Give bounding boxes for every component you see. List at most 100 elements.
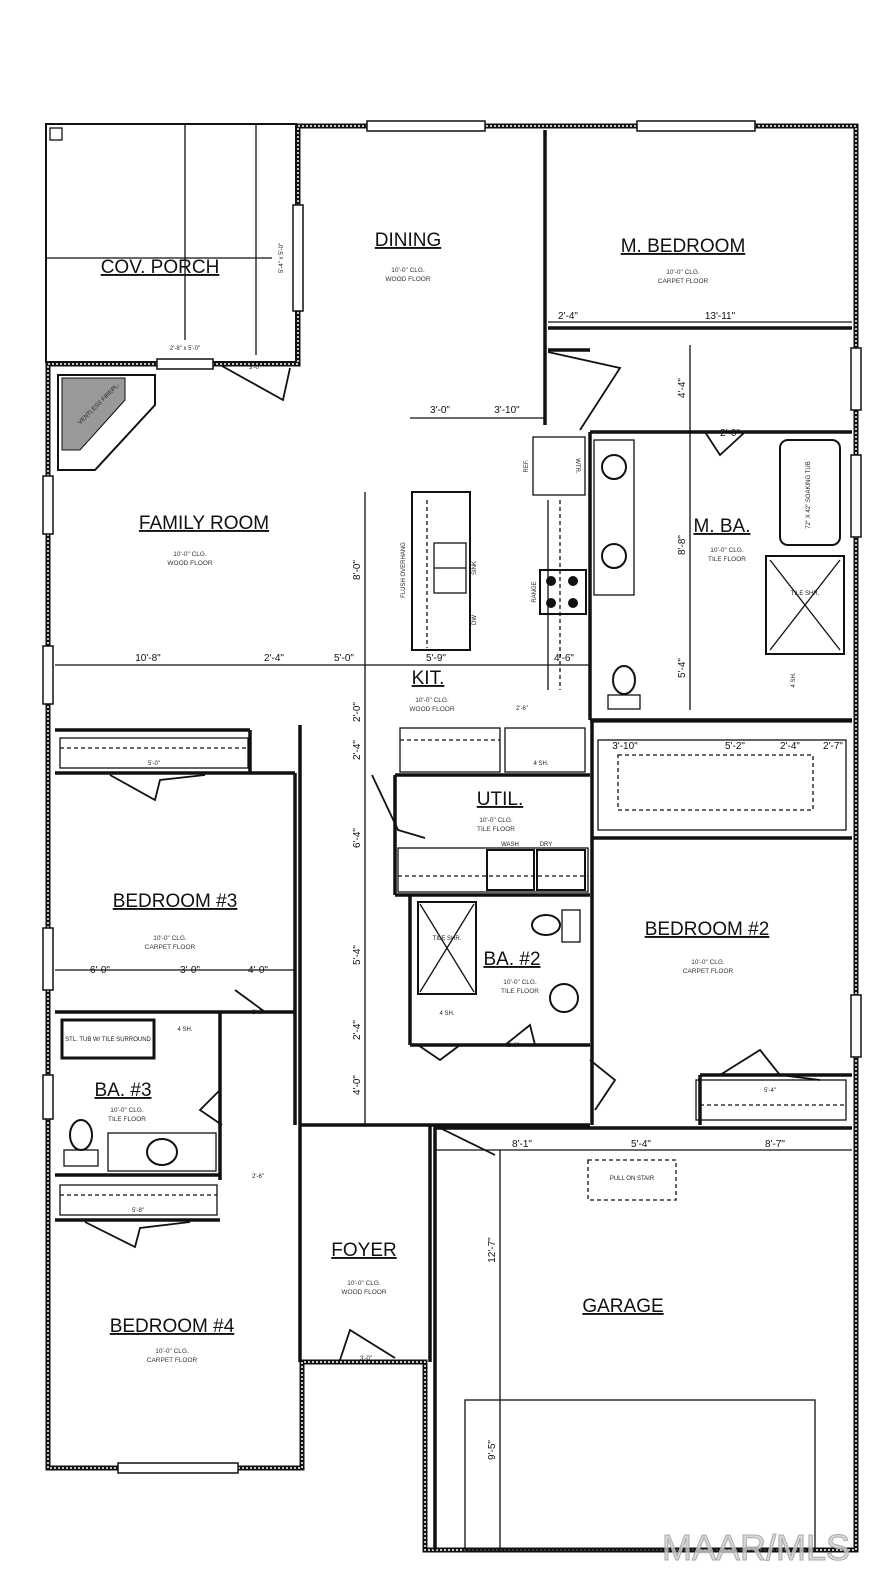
dimension-label: 2'-4" <box>264 653 284 664</box>
dimension-label: 2'-4" <box>558 311 578 322</box>
dimension-label: 3'-0" <box>180 965 200 976</box>
room-label: UTIL. <box>477 789 523 810</box>
range-label: RANGE <box>532 581 538 602</box>
dimension-label: 2'-6" <box>252 1010 264 1016</box>
dimension-label: 8'-1" <box>512 1139 532 1150</box>
room-master-bedroom: M. BEDROOM 10'-0" CLG. CARPET FLOOR <box>621 236 746 285</box>
dimension-label: 4'-6" <box>554 653 574 664</box>
shelf-label: 4 SH. <box>177 1027 192 1033</box>
dimension-label: 5'-2" <box>725 741 745 752</box>
floor-spec: TILE FLOOR <box>108 1116 146 1123</box>
dimension-label: 2'-4" <box>352 1020 363 1040</box>
ceiling-spec: 10'-0" CLG. <box>391 267 425 274</box>
exterior-walls <box>45 123 859 1553</box>
dimension-label: 3'-10" <box>494 405 520 416</box>
floor-spec: TILE FLOOR <box>708 556 746 563</box>
dimension-label: 5'-0" <box>334 653 354 664</box>
mls-watermark: MAAR/MLS <box>662 1527 850 1568</box>
dimension-label: 8'-0" <box>352 560 363 580</box>
dimension-label: 2'-6" <box>507 1043 519 1049</box>
room-label: COV. PORCH <box>101 257 220 278</box>
tub-surround-label: STL. TUB W/ TILE SURROUND <box>65 1037 151 1043</box>
room-label: M. BEDROOM <box>621 236 746 257</box>
room-bath-3: BA. #3 10'-0" CLG. TILE FLOOR <box>94 1080 151 1123</box>
dimension-label: 4'-4" <box>677 378 688 398</box>
shelf-label: 4 SH. <box>791 672 797 687</box>
dimension-label: 5'-4" <box>352 945 363 965</box>
dimension-label: 2'-4" <box>780 741 800 752</box>
window-label: 5'-4" x 5'-0" <box>279 243 285 273</box>
room-label: DINING <box>375 230 442 251</box>
room-label: FAMILY ROOM <box>139 513 269 534</box>
dimension-label: 3'-0" <box>249 365 261 371</box>
ceiling-spec: 10'-0" CLG. <box>110 1107 144 1114</box>
shelf-label: 4 SH. <box>439 1011 454 1017</box>
shower-label: TILE SHR. <box>791 591 820 597</box>
room-bath-2: BA. #2 10'-0" CLG. TILE FLOOR <box>483 949 540 995</box>
room-bedroom-2: BEDROOM #2 10'-0" CLG. CARPET FLOOR <box>645 919 770 975</box>
ceiling-spec: 10'-0" CLG. <box>710 547 744 554</box>
sink-label: SINK <box>472 561 478 575</box>
dimension-label: 5'-9" <box>426 653 446 664</box>
interior-walls <box>55 130 852 1550</box>
wtr-label: WTR. <box>574 458 580 474</box>
ceiling-spec: 10'-0" CLG. <box>503 979 537 986</box>
dimension-label: 2'-7" <box>823 741 843 752</box>
stair-label: PULL ON STAIR <box>610 1176 655 1182</box>
dimension-label: 3'-10" <box>612 741 638 752</box>
dimension-label: 9'-5" <box>487 1440 498 1460</box>
room-kitchen: KIT. 10'-0" CLG. WOOD FLOOR <box>409 668 454 713</box>
tub-label: 72" X 42" SOAKING TUB <box>806 461 812 529</box>
dimension-label: 12'-7" <box>487 1237 498 1263</box>
room-label: GARAGE <box>582 1296 663 1317</box>
overhang-label: FLUSH OVERHANG <box>401 542 407 598</box>
floor-spec: WOOD FLOOR <box>341 1289 386 1296</box>
room-label: BA. #2 <box>483 949 540 970</box>
dimension-label: 5'-4" <box>764 1088 776 1094</box>
room-label: M. BA. <box>693 516 750 537</box>
room-master-bath: M. BA. 10'-0" CLG. TILE FLOOR <box>693 516 750 563</box>
ceiling-spec: 10'-0" CLG. <box>415 697 449 704</box>
dimension-label: 5'-0" <box>148 761 160 767</box>
room-label: BA. #3 <box>94 1080 151 1101</box>
dimension-label: 13'-11" <box>705 311 736 322</box>
room-label: BEDROOM #4 <box>110 1316 235 1337</box>
dimension-label: 2'-6" <box>252 1174 264 1180</box>
dimension-label: 4'-0" <box>352 1075 363 1095</box>
dimension-label: 5'-8" <box>132 1208 144 1214</box>
room-bedroom-3: BEDROOM #3 10'-0" CLG. CARPET FLOOR <box>113 891 238 951</box>
dimension-label: 4'-0" <box>248 965 268 976</box>
dimension-label: 5'-4" <box>677 658 688 678</box>
floor-spec: WOOD FLOOR <box>409 706 454 713</box>
floor-spec: WOOD FLOOR <box>385 276 430 283</box>
covered-porch <box>45 123 297 363</box>
ceiling-spec: 10'-0" CLG. <box>173 551 207 558</box>
dimension-label: 8'-7" <box>765 1139 785 1150</box>
shower-label: TILE SHR. <box>433 936 462 942</box>
dimension-label: 2'-0" <box>720 428 740 439</box>
floor-spec: CARPET FLOOR <box>658 278 709 285</box>
dimension-label: 6'-0" <box>90 965 110 976</box>
room-label: KIT. <box>412 668 445 689</box>
bath-fixtures <box>60 439 845 1172</box>
dimension-label: 2'-4" <box>352 740 363 760</box>
dimension-label: 3'-0" <box>430 405 450 416</box>
room-dining: DINING 10'-0" CLG. WOOD FLOOR <box>375 230 442 283</box>
fireplace-icon <box>57 374 156 471</box>
dimension-label: 2'-0" <box>352 702 363 722</box>
windows <box>42 120 862 1474</box>
room-label: FOYER <box>331 1240 396 1261</box>
dimension-lines <box>55 321 852 1550</box>
ceiling-spec: 10'-0" CLG. <box>155 1348 189 1355</box>
dimension-label: 3'-0" <box>360 1356 372 1362</box>
dimension-label: 6'-4" <box>352 828 363 848</box>
ceiling-spec: 10'-0" CLG. <box>347 1280 381 1287</box>
room-cov-porch: COV. PORCH <box>101 257 220 278</box>
dimension-labels: 2'-4" 13'-11" 4'-4" 8'-8" 5'-4" 2'-0" 3'… <box>90 311 843 1460</box>
dimension-label: 2'-6" <box>516 706 528 712</box>
floor-spec: TILE FLOOR <box>477 826 515 833</box>
room-garage: GARAGE <box>582 1296 663 1317</box>
floor-spec: TILE FLOOR <box>501 988 539 995</box>
floor-spec: CARPET FLOOR <box>145 944 196 951</box>
